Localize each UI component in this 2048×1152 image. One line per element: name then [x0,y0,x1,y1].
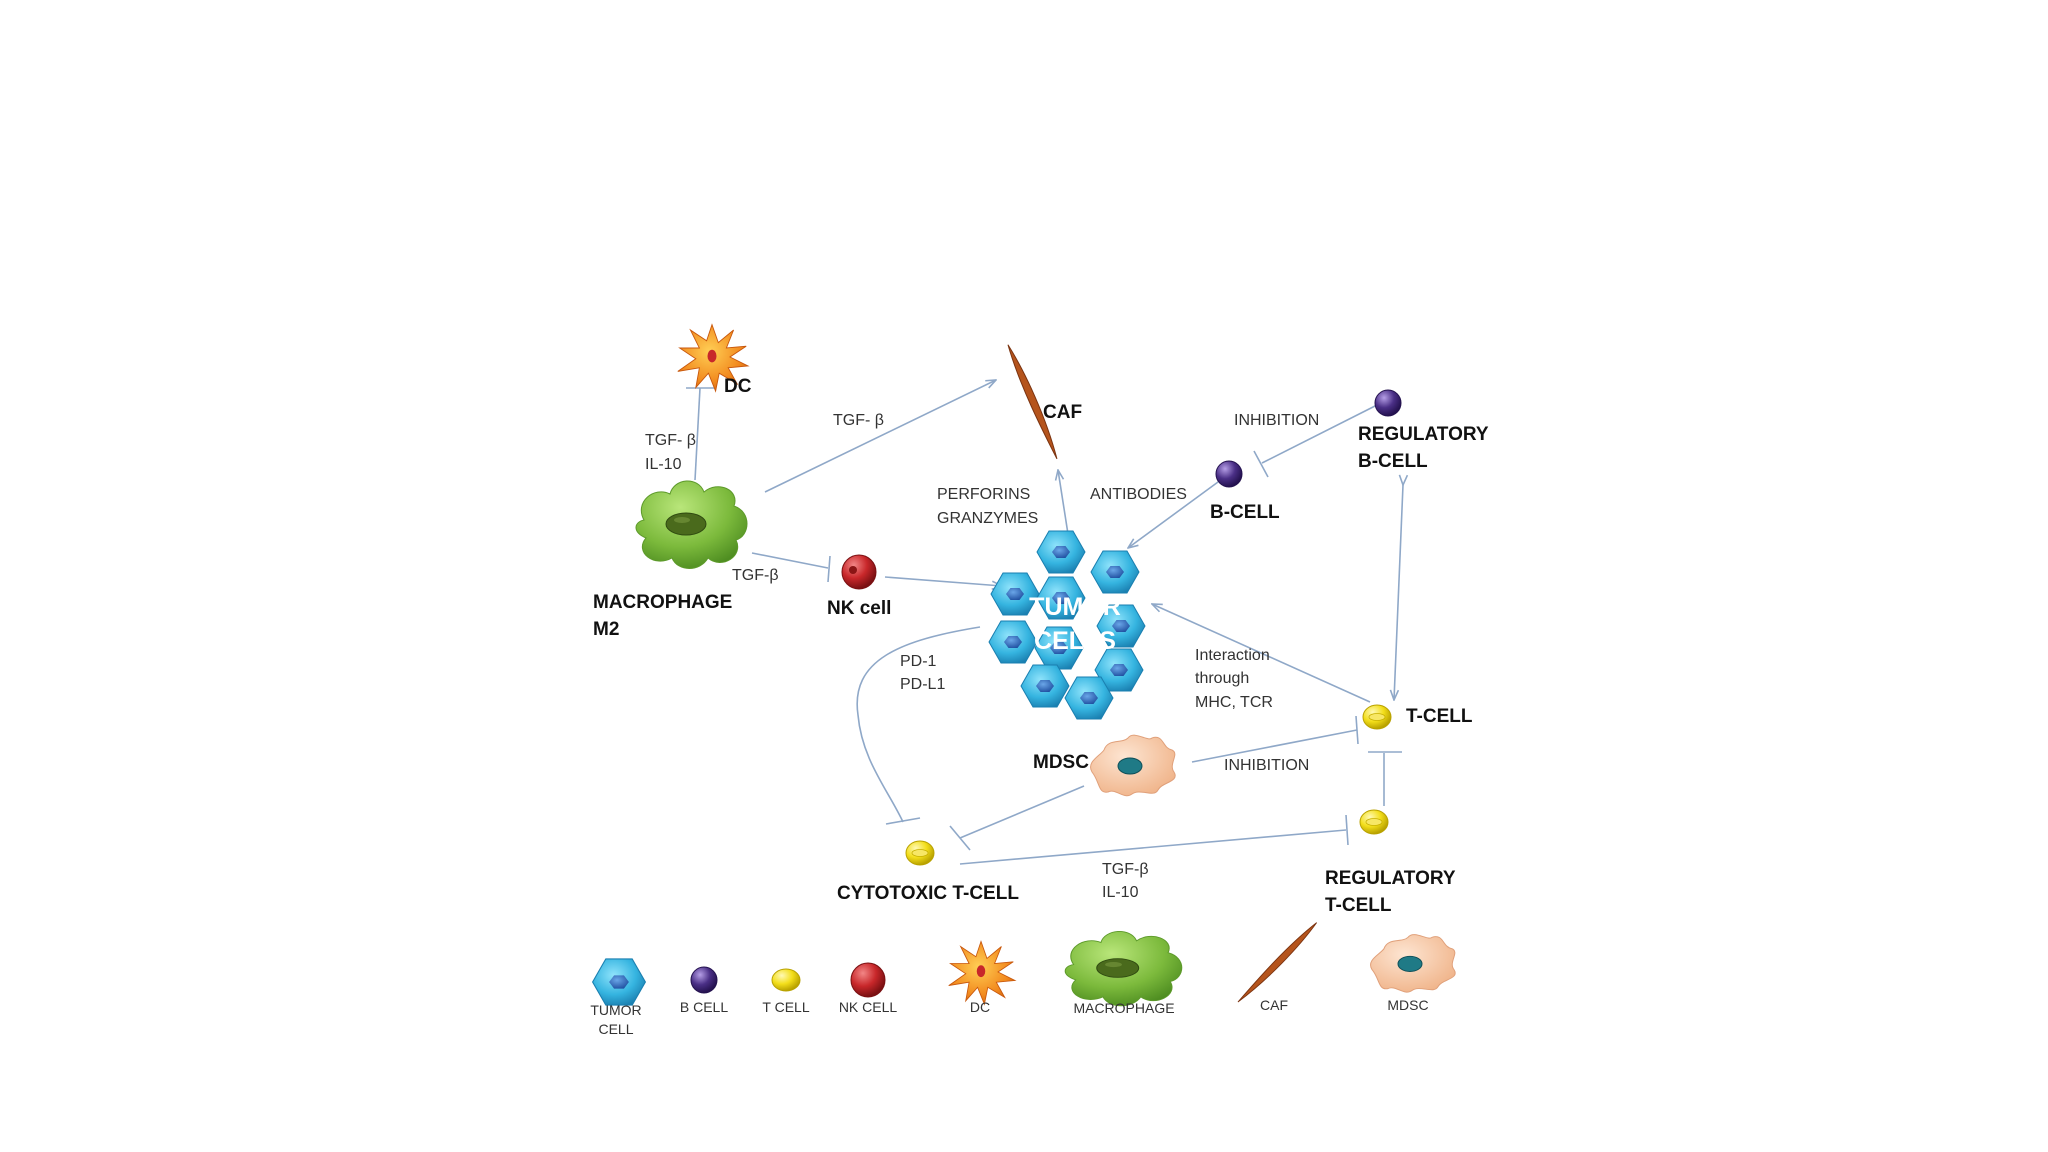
label-regulatory-t-cell-2: T-CELL [1325,895,1392,916]
label-cytotoxic-tumor-1: PERFORINS [937,486,1030,503]
legend-tumor-cell-icon [592,958,646,1006]
edge-macrophage-to-nk [751,552,829,569]
label-mdsc-tcell: INHIBITION [1224,757,1309,774]
legend-caf-icon [1232,921,1323,1004]
legend-tumor-cell-label-1: TUMOR [590,1002,641,1018]
label-tcell-tumor-3: MHC, TCR [1195,694,1273,711]
legend-macrophage-icon [1064,930,1183,1007]
label-regb-bcell: INHIBITION [1234,412,1319,429]
label-cytotoxic-tumor-2: GRANZYMES [937,510,1038,527]
legend-b-cell-label: B CELL [680,999,728,1015]
label-tumor-cells-1: TUMOR [1029,593,1121,621]
edge-inhibition-bar-tcell [1355,715,1359,745]
legend-mdsc-label: MDSC [1387,997,1428,1013]
label-macrophage-nk: TGF-β [732,567,779,584]
legend-macrophage-label: MACROPHAGE [1073,1000,1174,1016]
label-bcell-tumor: ANTIBODIES [1090,486,1187,503]
label-t-cell: T-CELL [1406,706,1473,727]
edge-tumor-to-caf [1058,470,1069,535]
edge-inhibition-bar-cytotoxic-2 [885,817,921,825]
edge-bcell-to-tumor [1128,481,1219,548]
edge-mdsc-to-cytotoxic [959,785,1085,839]
label-regulatory-t-cell-1: REGULATORY [1325,868,1456,889]
label-macrophage-caf: TGF- β [833,412,884,429]
edge-mdsc-to-tcell [1191,729,1358,763]
legend-nk-cell-icon [850,962,886,998]
legend-dc-icon [948,940,1016,1005]
edge-inhibition-bar-treg-side [1345,814,1349,846]
label-b-cell: B-CELL [1210,502,1280,523]
edge-macrophage-to-caf [764,380,996,493]
legend-mdsc-icon [1370,934,1456,993]
label-regulatory-b-cell-2: B-CELL [1358,451,1428,472]
regulatory-b-cell [1374,389,1402,417]
label-tumor-cells-2: CELLS [1034,627,1116,655]
label-cytotoxic-t-cell: CYTOTOXIC T-CELL [837,883,1019,904]
label-tumor-cytotoxic-2: PD-L1 [900,676,945,693]
label-macrophage-m2-1: MACROPHAGE [593,592,732,613]
legend-t-cell-label: T CELL [762,999,809,1015]
label-regulatory-b-cell-1: REGULATORY [1358,424,1489,445]
tumor-cells-cluster [988,530,1146,720]
edge-regb-tcell [1394,485,1403,700]
legend-caf-label: CAF [1260,997,1288,1013]
b-cell [1215,460,1243,488]
mdsc-cell [1090,734,1176,797]
label-macrophage-m2-2: M2 [593,619,619,640]
label-mdsc: MDSC [1033,752,1089,773]
edge-treg-to-cytotoxic [959,829,1347,865]
cytotoxic-t-cell-nucleus [911,849,929,857]
label-treg-cytotoxic-2: IL-10 [1102,884,1139,901]
nk-cell [841,554,877,590]
legend-dc-label: DC [970,999,990,1015]
edge-regb-to-bcell [1261,404,1378,464]
edge-inhibition-bar-cytotoxic-1 [949,825,971,851]
legend-nk-cell-label: NK CELL [839,999,898,1015]
label-dc-macrophage-2: IL-10 [645,456,682,473]
edge-tcell-to-tumor [1152,604,1371,703]
label-tcell-tumor-2: through [1195,670,1249,687]
label-dc: DC [724,376,752,397]
t-cell-nucleus [1368,713,1386,721]
legend-b-cell-icon [690,966,718,994]
legend-t-cell-icon [771,968,801,992]
edge-inhibition-bar-nk [827,555,831,583]
edge-tumor-to-cytotoxic [856,626,981,823]
label-dc-macrophage-1: TGF- β [645,432,696,449]
nk-cell-nucleus [849,566,857,574]
macrophage-m2-cell [635,480,748,569]
label-nk-cell: NK cell [827,598,891,619]
regulatory-t-cell-nucleus [1365,818,1383,826]
legend: TUMOR CELL B CELL T CELL NK CELL DC MACR… [590,921,1456,1037]
label-tcell-tumor-1: Interaction [1195,647,1270,664]
edge-inhibition-bar-bcell [1253,450,1269,478]
edge-macrophage-to-dc [694,387,701,481]
label-tumor-cytotoxic-1: PD-1 [900,653,937,670]
legend-tumor-cell-label-2: CELL [598,1021,633,1037]
label-treg-cytotoxic-1: TGF-β [1102,861,1149,878]
label-caf: CAF [1043,402,1082,423]
edge-nk-to-tumor [884,576,1002,586]
